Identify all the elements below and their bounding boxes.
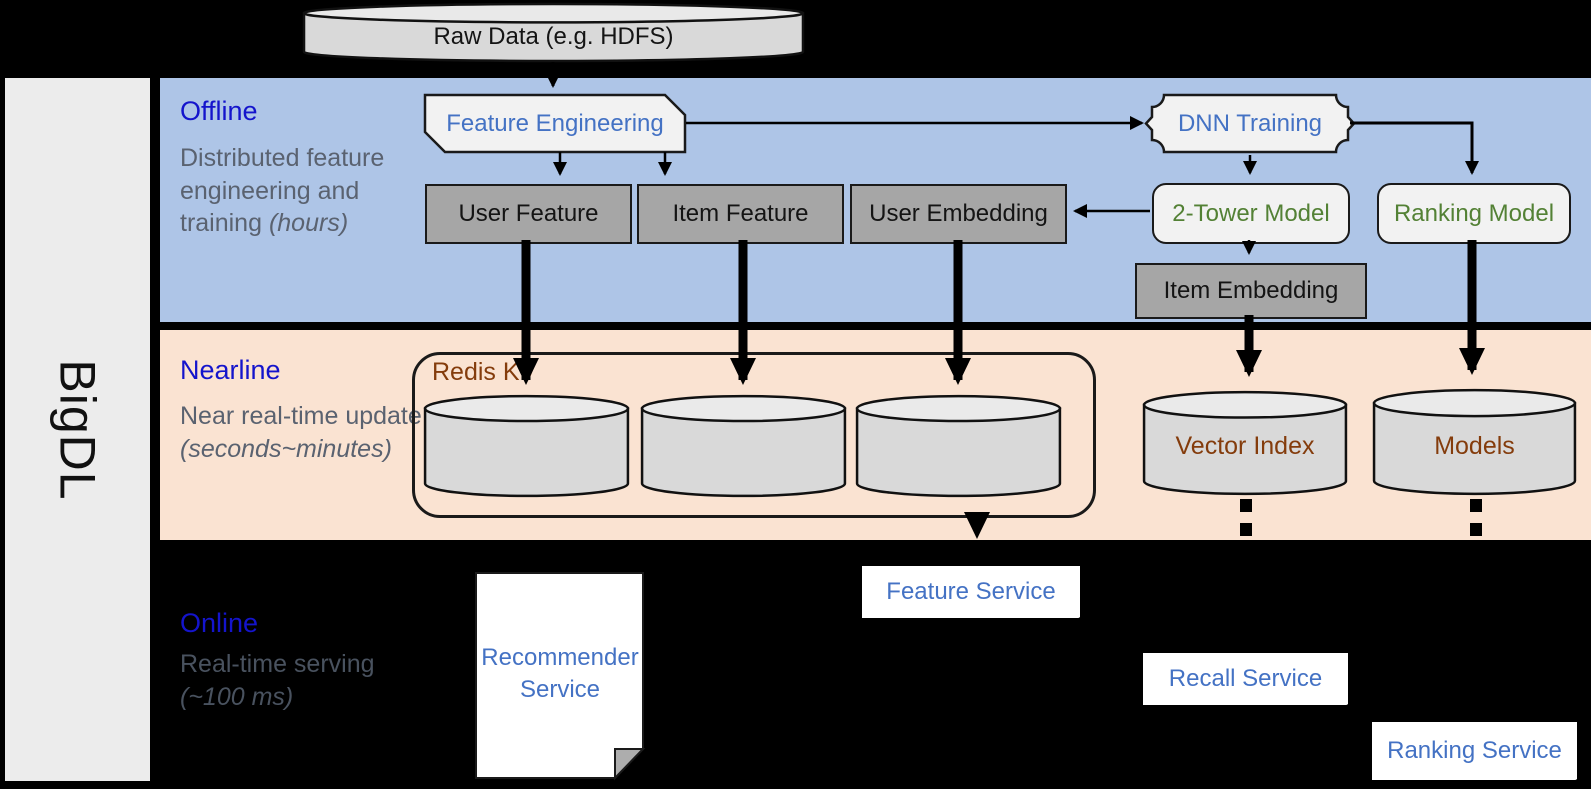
models-label: Models bbox=[1434, 432, 1515, 460]
user-feature-label: User Feature bbox=[458, 200, 599, 227]
redis-cylinder-3 bbox=[855, 394, 1062, 498]
user-embedding-label: User Embedding bbox=[869, 200, 1048, 227]
feature-engineering-node: Feature Engineering bbox=[425, 95, 685, 152]
redis-cylinder-1 bbox=[423, 394, 630, 498]
nearline-subtitle-text: Near real-time update bbox=[180, 402, 422, 430]
online-title: Online bbox=[180, 608, 259, 638]
redis-cylinder-2 bbox=[640, 394, 847, 498]
offline-title: Offline bbox=[180, 96, 258, 126]
recommender-service-label: Recommender Service bbox=[481, 644, 639, 704]
vector-index-label: Vector Index bbox=[1175, 432, 1315, 460]
item-feature-node: Item Feature bbox=[637, 184, 844, 244]
redis-kv-label: Redis KV bbox=[432, 358, 537, 386]
cylinder-shape-icon bbox=[1372, 388, 1577, 496]
ranking-service-node: Ranking Service bbox=[1372, 722, 1577, 780]
item-embedding-label: Item Embedding bbox=[1163, 277, 1339, 304]
ranking-service-label: Ranking Service bbox=[1387, 737, 1562, 764]
item-feature-label: Item Feature bbox=[672, 200, 809, 227]
cylinder-shape-icon bbox=[640, 394, 847, 498]
cylinder-shape-icon bbox=[302, 2, 805, 63]
two-tower-model-label: 2-Tower Model bbox=[1172, 199, 1330, 227]
cylinder-shape-icon bbox=[855, 394, 1062, 498]
offline-subtitle: Distributed feature engineering and trai… bbox=[180, 142, 432, 240]
item-embedding-node: Item Embedding bbox=[1135, 263, 1367, 319]
snip-corner-shape-icon bbox=[425, 95, 685, 152]
offline-duration: (hours) bbox=[268, 209, 349, 237]
document-shape-icon bbox=[475, 572, 645, 780]
redis-kv-container bbox=[412, 352, 1096, 518]
double-brace-shape-icon bbox=[1152, 95, 1348, 152]
bigdl-brand-label: BigDL bbox=[49, 358, 106, 501]
recall-service-label: Recall Service bbox=[1168, 665, 1323, 692]
recall-service-node: Recall Service bbox=[1143, 653, 1348, 705]
raw-data-label: Raw Data (e.g. HDFS) bbox=[433, 22, 674, 50]
nearline-duration: (seconds~minutes) bbox=[180, 434, 392, 463]
nearline-subtitle: Near real-time update (seconds~minutes) bbox=[180, 400, 460, 465]
two-tower-model-node: 2-Tower Model bbox=[1152, 183, 1350, 244]
cylinder-shape-icon bbox=[423, 394, 630, 498]
online-duration: (~100 ms) bbox=[180, 682, 294, 711]
raw-data-store: Raw Data (e.g. HDFS) bbox=[302, 2, 805, 63]
vector-index-store: Vector Index bbox=[1142, 390, 1348, 496]
recommender-service-node: Recommender Service bbox=[475, 572, 645, 780]
dnn-training-node: DNN Training bbox=[1152, 95, 1348, 152]
online-subtitle: Real-time serving (~100 ms) bbox=[180, 648, 380, 713]
cylinder-shape-icon bbox=[1142, 390, 1348, 496]
nearline-title: Nearline bbox=[180, 355, 281, 385]
bigdl-sidebar: BigDL bbox=[5, 78, 150, 781]
user-feature-node: User Feature bbox=[425, 184, 632, 244]
models-store: Models bbox=[1372, 388, 1577, 496]
feature-service-node: Feature Service bbox=[862, 566, 1080, 618]
user-embedding-node: User Embedding bbox=[850, 184, 1067, 244]
feature-engineering-label: Feature Engineering bbox=[446, 109, 664, 137]
feature-service-label: Feature Service bbox=[886, 578, 1056, 605]
ranking-model-node: Ranking Model bbox=[1377, 183, 1571, 244]
offline-subtitle-text: Distributed feature engineering and trai… bbox=[180, 144, 385, 237]
online-subtitle-text: Real-time serving bbox=[180, 650, 375, 678]
dnn-training-label: DNN Training bbox=[1177, 109, 1323, 137]
ranking-model-label: Ranking Model bbox=[1393, 199, 1555, 227]
